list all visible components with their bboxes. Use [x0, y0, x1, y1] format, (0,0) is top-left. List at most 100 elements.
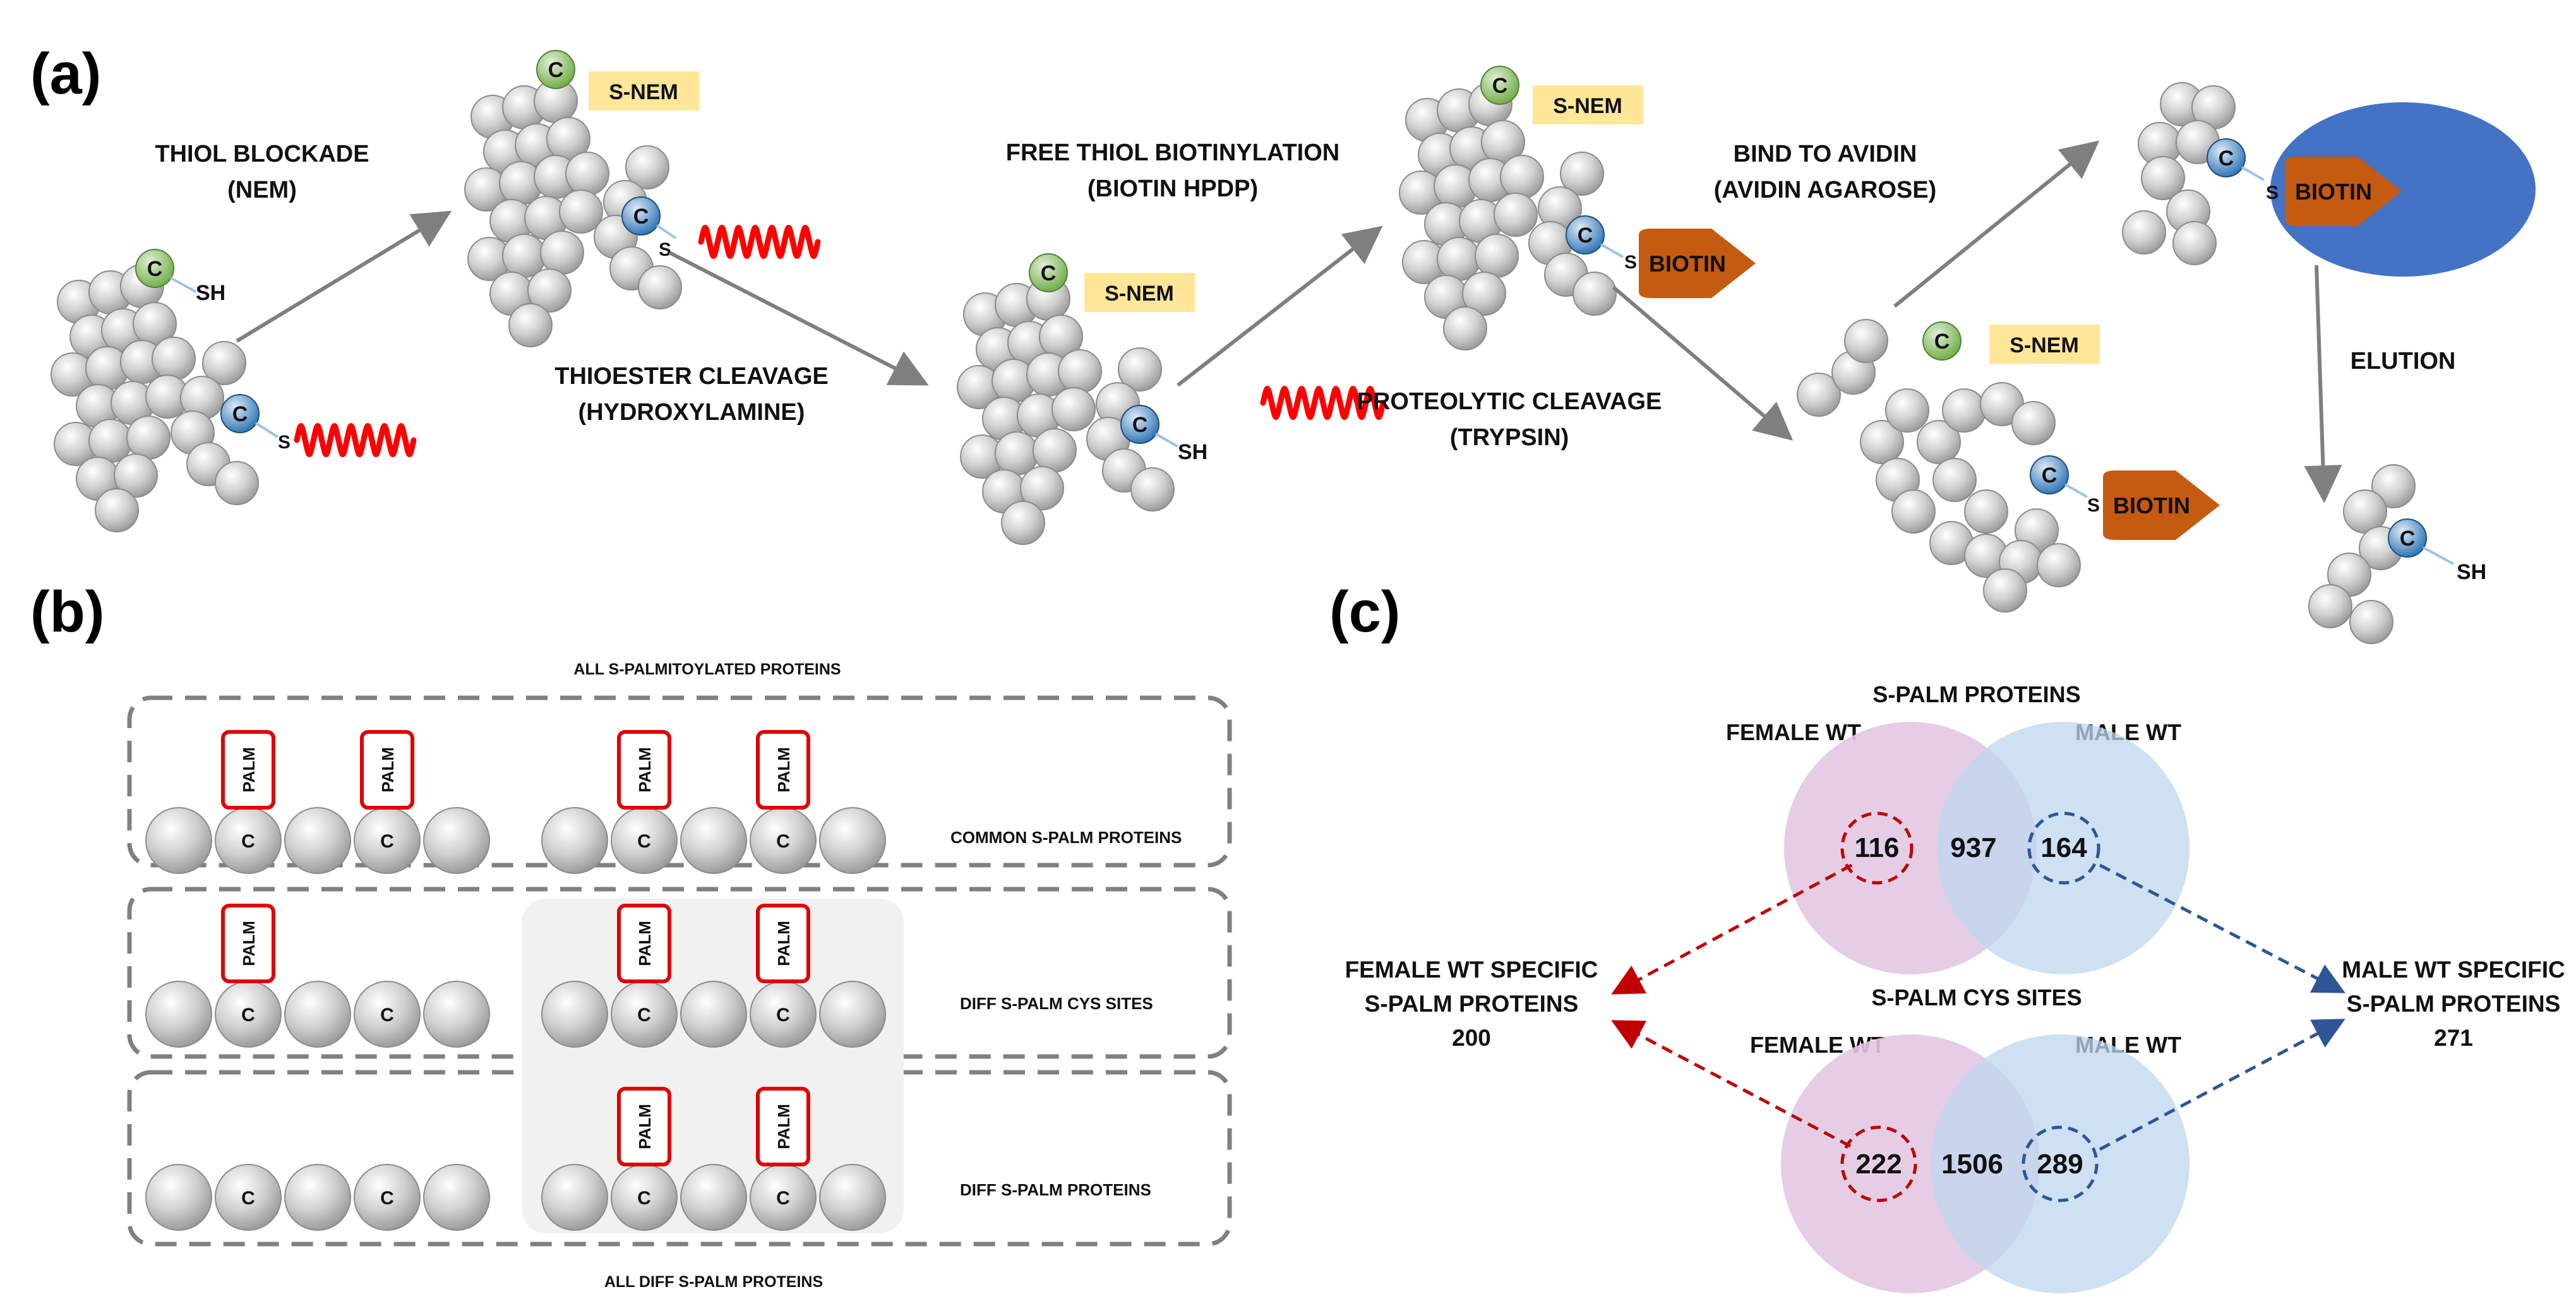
step-label-proteolytic-cleavage-reagent: (TRYPSIN): [1450, 424, 1569, 451]
biotin-tag-label: BIOTIN: [1649, 251, 1726, 277]
step-label-elution: ELUTION: [2351, 348, 2456, 374]
row-label-diff-proteins: DIFF S-PALM PROTEINS: [960, 1180, 1151, 1199]
workflow-arrow-4: [1612, 285, 1794, 441]
cysteine-green: [1480, 66, 1519, 105]
palm-tag-label: PALM: [635, 747, 654, 793]
bond-line: [255, 422, 279, 438]
palm-tag-box: [756, 730, 810, 810]
residue-bead: [541, 1164, 608, 1231]
cysteine-label: C: [637, 831, 651, 852]
bond-line: [1600, 243, 1624, 258]
snem-tag-box: [1989, 325, 2100, 364]
bond-line: [2423, 546, 2454, 565]
cysteine-label: C: [241, 831, 255, 852]
residue-bead: [680, 981, 747, 1048]
bond-line: [656, 224, 677, 239]
cysteine-label: C: [776, 831, 790, 852]
thiol-sh-label: SH: [2457, 560, 2486, 584]
protein-bead: [2011, 401, 2056, 445]
protein-bead: [1844, 319, 1888, 363]
cysteine-blue: [2207, 138, 2246, 177]
female-specific-line2: S-PALM PROTEINS: [1365, 991, 1579, 1017]
protein-bead: [1437, 237, 1481, 281]
palm-tag-box: [756, 904, 810, 983]
residue-bead: [819, 807, 886, 874]
male-specific-count: 271: [2434, 1025, 2473, 1051]
venn-sites-title: S-PALM CYS SITES: [1871, 985, 2082, 1010]
venn-sites-male-only-count: 289: [2037, 1149, 2083, 1180]
biotin-tag-label: BIOTIN: [2113, 493, 2190, 518]
protein-bead: [2037, 543, 2081, 587]
snem-tag-box: [1533, 85, 1643, 124]
biotin-tag-label: BIOTIN: [2295, 179, 2372, 205]
protein-bead: [2371, 464, 2416, 508]
residue-bead: [284, 1164, 351, 1231]
protein-bead: [1797, 373, 1841, 417]
s-label: S: [2266, 183, 2279, 203]
palm-tag-box: [756, 1087, 810, 1166]
cysteine-label: C: [633, 205, 649, 229]
cysteine-label: C: [380, 1188, 394, 1209]
protein-bead: [2349, 600, 2393, 644]
protein-bead: [215, 461, 259, 505]
protein-bead: [202, 341, 246, 385]
step-label-bind-avidin: BIND TO AVIDIN: [1734, 141, 1917, 167]
protein-bead: [2122, 210, 2166, 254]
cysteine-label: C: [1578, 224, 1593, 248]
palm-tag-box: [360, 730, 414, 810]
cysteine-label: C: [2042, 464, 2058, 488]
protein-bead: [88, 419, 133, 463]
biotin-tag-shape: [1639, 229, 1756, 298]
residue-bead: [284, 807, 351, 874]
palm-tag-label: PALM: [378, 747, 397, 793]
panel-b-title-top: ALL S-PALMITOYLATED PROTEINS: [573, 661, 841, 678]
venn-proteins-female-label: FEMALE WT: [1726, 719, 1861, 745]
venn-proteins-male-circle: [1937, 722, 2190, 974]
palm-tag-label: PALM: [635, 1104, 654, 1149]
protein-bead: [1462, 272, 1506, 316]
s-label: S: [1624, 252, 1637, 273]
protein-bead: [502, 234, 546, 278]
venn-proteins-male-only-count: 164: [2040, 832, 2087, 863]
s-label: S: [278, 432, 291, 453]
protein-bead: [1983, 568, 2027, 613]
female-specific-line1: FEMALE WT SPECIFIC: [1345, 957, 1598, 983]
protein-bead: [1932, 458, 1977, 502]
venn-sites-overlap-count: 1506: [1941, 1149, 2003, 1180]
cysteine-label: C: [637, 1188, 651, 1209]
protein-bead: [1885, 388, 1929, 433]
venn-proteins-male-specific-ring: [2027, 811, 2100, 885]
bond-line: [2064, 483, 2088, 498]
step-label-thioester-cleavage-reagent: (HYDROXYLAMINE): [578, 399, 805, 426]
palm-tag-label: PALM: [774, 747, 793, 793]
protein-bead: [1058, 349, 1102, 393]
snem-tag-label: S-NEM: [1105, 282, 1174, 306]
row-box-common: [127, 695, 1232, 868]
snem-tag-label: S-NEM: [1553, 94, 1622, 118]
step-label-bind-avidin-reagent: (AVIDIN AGAROSE): [1714, 177, 1937, 203]
workflow-arrow-5: [1893, 140, 2100, 308]
protein-bead: [1494, 193, 1538, 237]
protein-bead: [1573, 272, 1617, 316]
residue-bead: [819, 1164, 886, 1231]
protein-bead: [2308, 584, 2352, 628]
protein-bead: [995, 431, 1039, 476]
cysteine-green: [135, 249, 174, 288]
venn-sites-male-specific-ring: [2022, 1125, 2099, 1202]
cysteine-label: C: [2400, 527, 2416, 551]
cysteine-label: C: [380, 1005, 394, 1026]
cysteine-blue: [2388, 518, 2427, 558]
cysteine-label: C: [1132, 413, 1148, 437]
s-label: S: [659, 239, 671, 260]
protein-bead: [1917, 420, 1961, 464]
step-label-biotinylation-reagent: (BIOTIN HPDP): [1087, 176, 1258, 202]
step-label-thioester-cleavage: THIOESTER CLEAVAGE: [554, 363, 829, 390]
thiol-sh-label: SH: [196, 281, 225, 305]
residue-bead: [145, 1164, 212, 1231]
cysteine-blue: [1120, 405, 1159, 444]
snem-tag-label: S-NEM: [2010, 333, 2079, 357]
protein-bead: [1033, 428, 1077, 472]
cysteine-label: C: [1934, 330, 1950, 354]
